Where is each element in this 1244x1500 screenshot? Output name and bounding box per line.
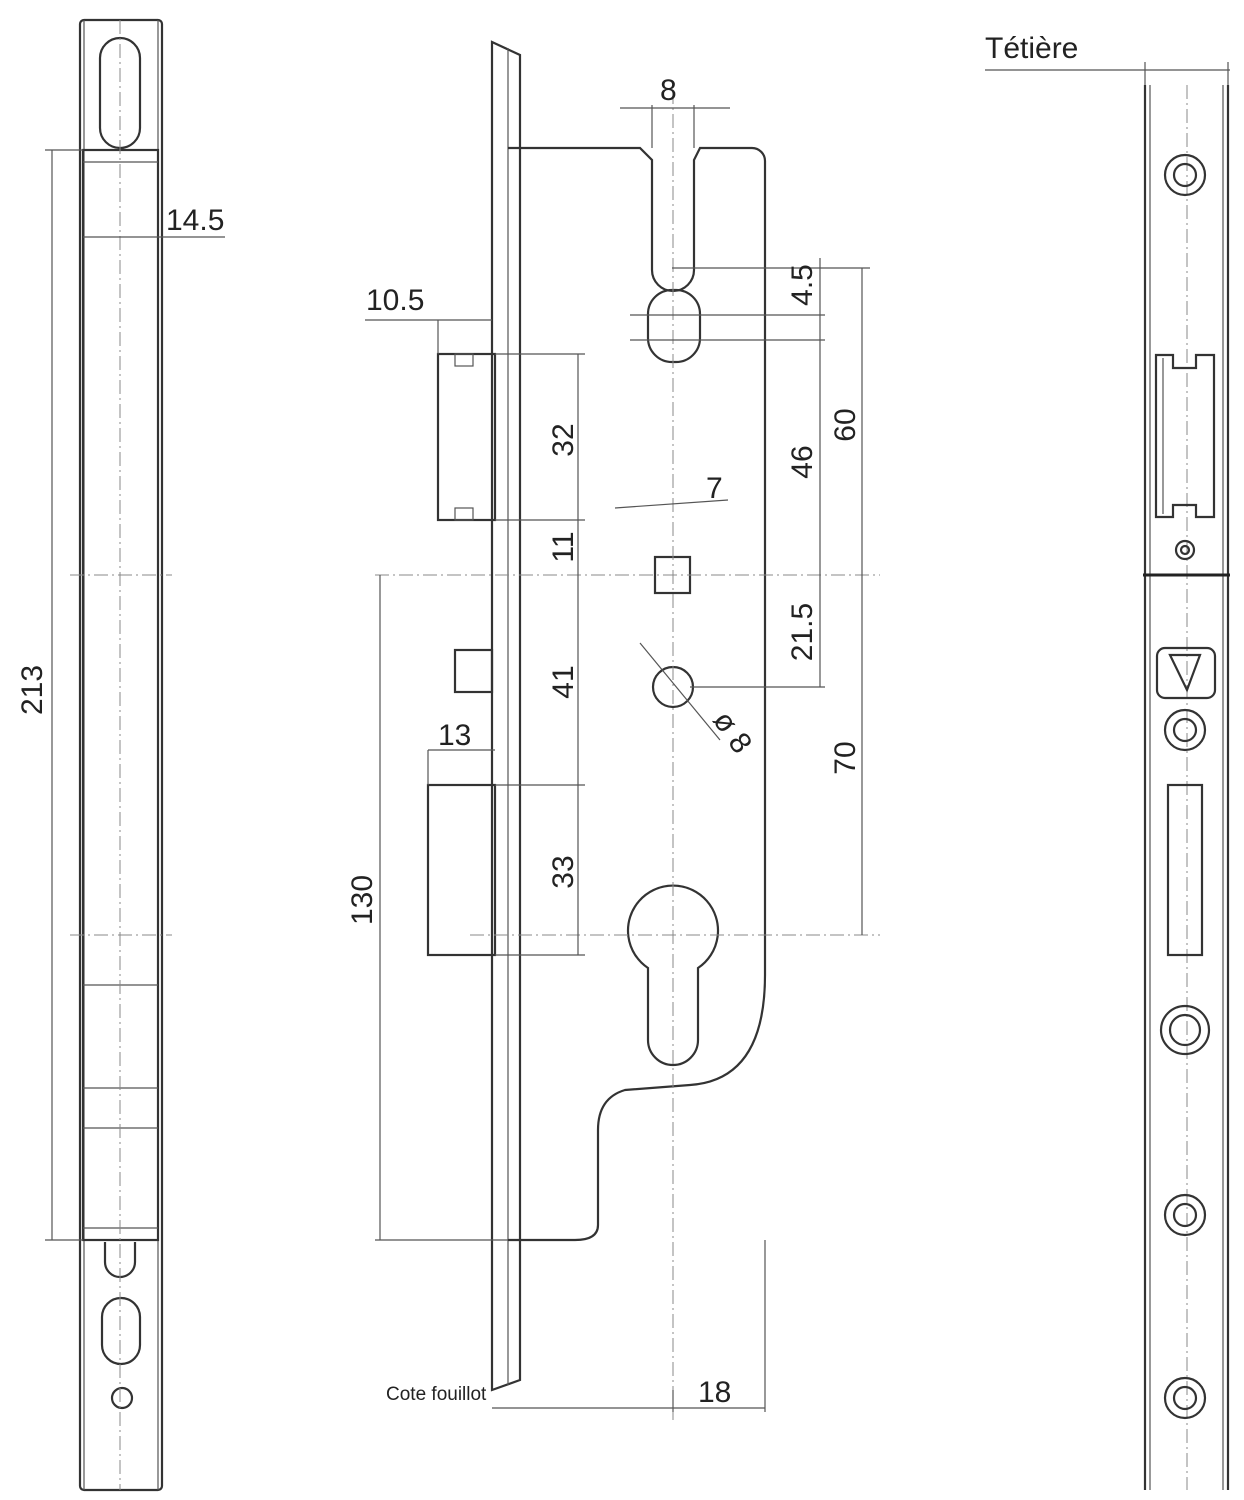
- latch-slot: [1154, 353, 1216, 519]
- dim-14-5: 14.5: [166, 204, 224, 237]
- faceplate-view: Tétière: [985, 32, 1230, 1490]
- dim-4-5: 4.5: [786, 264, 819, 306]
- dim-213: 213: [16, 665, 49, 715]
- dim-13: 13: [438, 719, 471, 752]
- dim-130: 130: [346, 875, 379, 925]
- bolt-slot: [1166, 783, 1204, 957]
- dim-32: 32: [547, 423, 580, 456]
- latch: [436, 352, 497, 522]
- anti-card-slot: [1155, 646, 1217, 700]
- dim-7: 7: [706, 472, 723, 505]
- dim-60: 60: [829, 408, 862, 441]
- anti-card: [453, 648, 494, 694]
- screw-hole: [110, 1386, 134, 1410]
- cylinder-cutout: [626, 884, 720, 1067]
- dim-18: 18: [698, 1376, 731, 1409]
- screw-icon: [1163, 153, 1207, 197]
- dim-41: 41: [547, 665, 580, 698]
- backset-label: Cote fouillot: [386, 1384, 487, 1405]
- dim-8: 8: [660, 74, 677, 107]
- dim-diameter-8: ø 8: [706, 705, 758, 759]
- dim-70: 70: [829, 741, 862, 774]
- side-view: 213 14.5: [16, 18, 225, 1492]
- deadbolt: [426, 783, 497, 957]
- dim-10-5: 10.5: [366, 284, 424, 317]
- dim-33: 33: [547, 855, 580, 888]
- lock-body-view: 8 10.5 32 11 7 4.5 46 60 21.5 ø 8 41 70 …: [346, 40, 880, 1420]
- dim-21-5: 21.5: [786, 603, 819, 661]
- dim-46: 46: [786, 445, 819, 478]
- oval-hole: [646, 288, 702, 364]
- faceplate-title: Tétière: [985, 32, 1078, 65]
- dim-11: 11: [547, 531, 580, 562]
